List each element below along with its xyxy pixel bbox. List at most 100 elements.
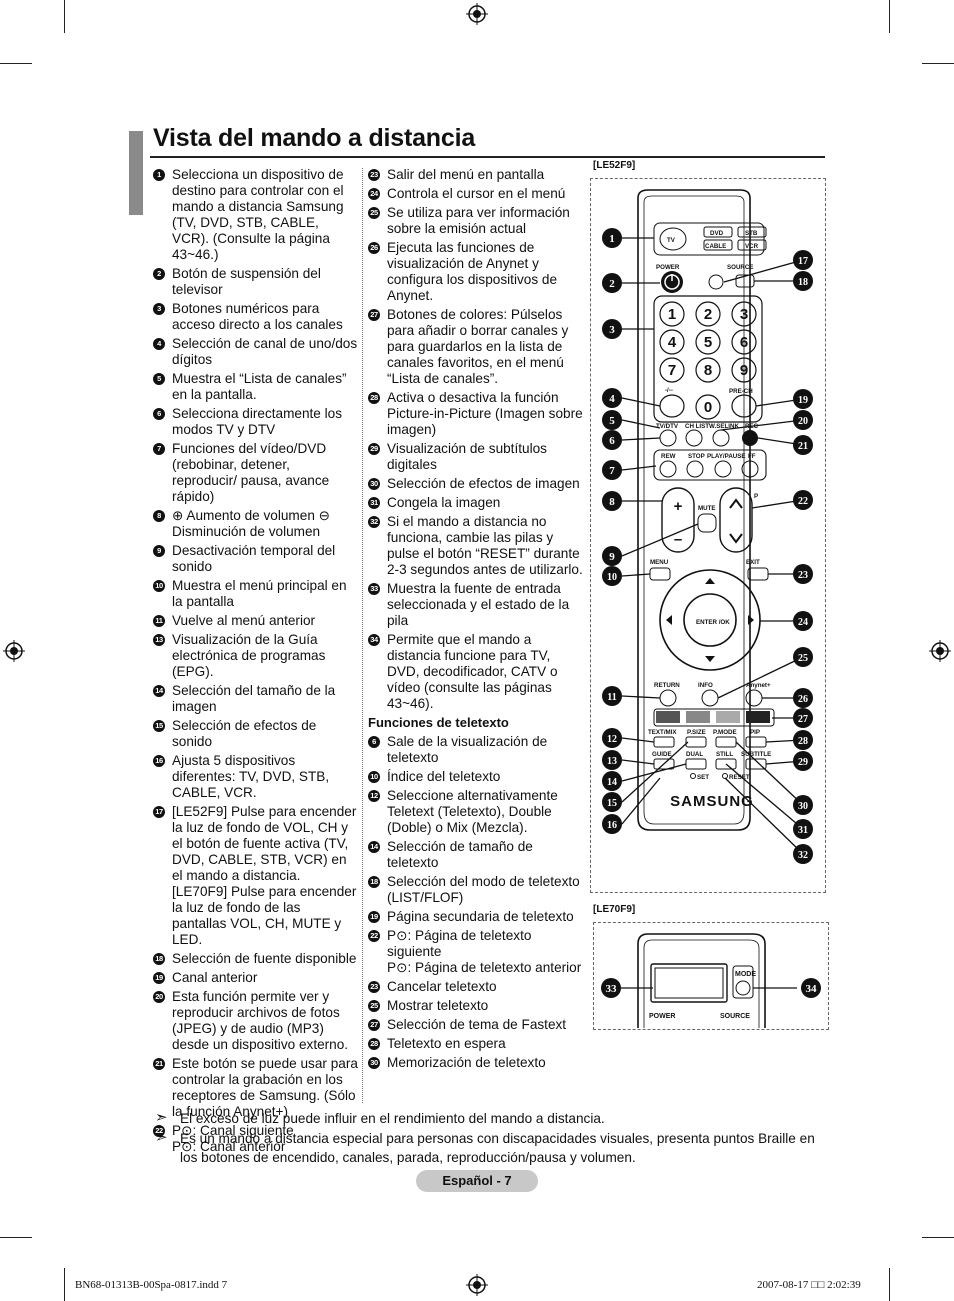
item-number-badge: 4 <box>153 338 165 350</box>
callout-number: 1 <box>609 233 615 245</box>
note-1: ➣El exceso de luz puede influir en el re… <box>155 1109 605 1126</box>
callout-circle <box>602 430 622 450</box>
callout-circle <box>793 611 813 631</box>
item-number-badge: 25 <box>368 207 380 219</box>
note-arrow-icon: ➣ <box>155 1129 168 1146</box>
item-text: Selección del tamaño de la imagen <box>172 683 336 714</box>
callout-circle <box>602 228 622 248</box>
item-text: P⊙: Canal siguiente <box>172 1123 294 1138</box>
item-number-badge: 24 <box>368 188 380 200</box>
samsung-logo: SAMSUNG <box>670 793 754 810</box>
digit-key-ring[interactable] <box>731 301 757 327</box>
digit-key-ring[interactable] <box>659 301 685 327</box>
callout-circle <box>602 750 622 770</box>
item-number-badge: 30 <box>368 478 380 490</box>
digit-key[interactable]: 6 <box>740 334 748 351</box>
callout-number: 3 <box>609 324 615 336</box>
digit-key[interactable]: 4 <box>668 334 677 351</box>
chlist-label: CH LIST <box>685 423 709 430</box>
vcr-key[interactable]: VCR <box>745 243 759 250</box>
callout-circle <box>793 708 813 728</box>
callout-circle <box>793 564 813 584</box>
digit-key-ring[interactable] <box>659 329 685 355</box>
digit-key-ring[interactable] <box>659 357 685 383</box>
digit-key[interactable]: 3 <box>740 306 748 323</box>
notes: ➣El exceso de luz puede influir en el re… <box>155 1109 835 1168</box>
item-text: Se utiliza para ver información sobre la… <box>387 205 570 236</box>
callout-number: 14 <box>607 777 617 788</box>
numeric-keypad[interactable]: 1 2 3 4 5 6 7 8 9 0 <box>659 301 757 420</box>
pip-label: PIP <box>750 729 760 736</box>
callout-number: 19 <box>798 395 808 406</box>
cable-key[interactable]: CABLE <box>705 243 726 250</box>
tv-key[interactable]: TV <box>667 237 676 244</box>
digit-key[interactable]: 0 <box>704 399 712 416</box>
digit-key-ring[interactable] <box>731 357 757 383</box>
callout-circle <box>602 728 622 748</box>
callout-number: 31 <box>798 825 808 836</box>
digit-key[interactable]: 1 <box>668 306 676 323</box>
model-label-le52f9: [LE52F9] <box>593 160 636 171</box>
exit-label: EXIT <box>746 559 760 566</box>
note-arrow-icon: ➣ <box>155 1109 168 1126</box>
crop-mark <box>64 1268 65 1301</box>
callout-circle <box>793 844 813 864</box>
registration-mark-icon <box>466 1274 488 1296</box>
callout-circle <box>793 730 813 750</box>
callout-circle <box>793 751 813 771</box>
item-number-badge: 25 <box>368 1000 380 1012</box>
dvd-key[interactable]: DVD <box>710 230 724 237</box>
item-number-badge: 11 <box>153 615 165 627</box>
callout-circle <box>793 271 813 291</box>
item-text: [LE52F9] Pulse para encender la luz de f… <box>172 804 357 883</box>
item-text: Cancelar teletexto <box>387 979 497 994</box>
item-number-badge: 18 <box>368 876 380 888</box>
item-number-badge: 20 <box>153 991 165 1003</box>
digit-key[interactable]: 8 <box>704 362 712 379</box>
crop-mark <box>889 1268 890 1301</box>
page-number-badge: Español - 7 <box>416 1170 538 1192</box>
digit-key[interactable]: 5 <box>704 334 712 351</box>
item-number-badge: 14 <box>368 841 380 853</box>
list-item: 25 Se utiliza para ver información sobre … <box>368 205 583 237</box>
item-text: Esta función permite ver y reproducir ar… <box>172 989 349 1052</box>
digit-key[interactable]: 2 <box>704 306 712 323</box>
callout-number: 24 <box>798 617 808 628</box>
digit-key-ring[interactable] <box>695 394 721 420</box>
item-number-badge: 27 <box>368 1019 380 1031</box>
item-text: Funciones del vídeo/DVD (rebobinar, dete… <box>172 441 330 504</box>
file-slug: BN68-01313B-00Spa-0817.indd 7 <box>75 1279 228 1291</box>
dash-label: -/-- <box>665 387 673 394</box>
rew-label: REW <box>661 453 676 460</box>
digit-key-ring[interactable] <box>695 357 721 383</box>
item-number-badge: 26 <box>368 242 380 254</box>
callout-circle <box>602 273 622 293</box>
digit-key[interactable]: 7 <box>668 362 676 379</box>
item-number-badge: 21 <box>153 1058 165 1070</box>
callout-circle <box>602 546 622 566</box>
digit-key[interactable]: 9 <box>740 362 748 379</box>
item-text: Botones de colores: Púlselos para añadir… <box>387 307 569 386</box>
item-number-badge: 22 <box>153 1125 165 1137</box>
callout-number: 4 <box>609 393 615 405</box>
digit-key-ring[interactable] <box>731 329 757 355</box>
digit-key-ring[interactable] <box>695 301 721 327</box>
stb-key[interactable]: STB <box>745 230 758 237</box>
item-number-badge: 13 <box>153 634 165 646</box>
digit-key-ring[interactable] <box>695 329 721 355</box>
callout-number: 26 <box>798 694 808 705</box>
mode-label: MODE <box>735 971 756 978</box>
guide-label: GUIDE <box>652 751 672 758</box>
callout-circle <box>602 319 622 339</box>
